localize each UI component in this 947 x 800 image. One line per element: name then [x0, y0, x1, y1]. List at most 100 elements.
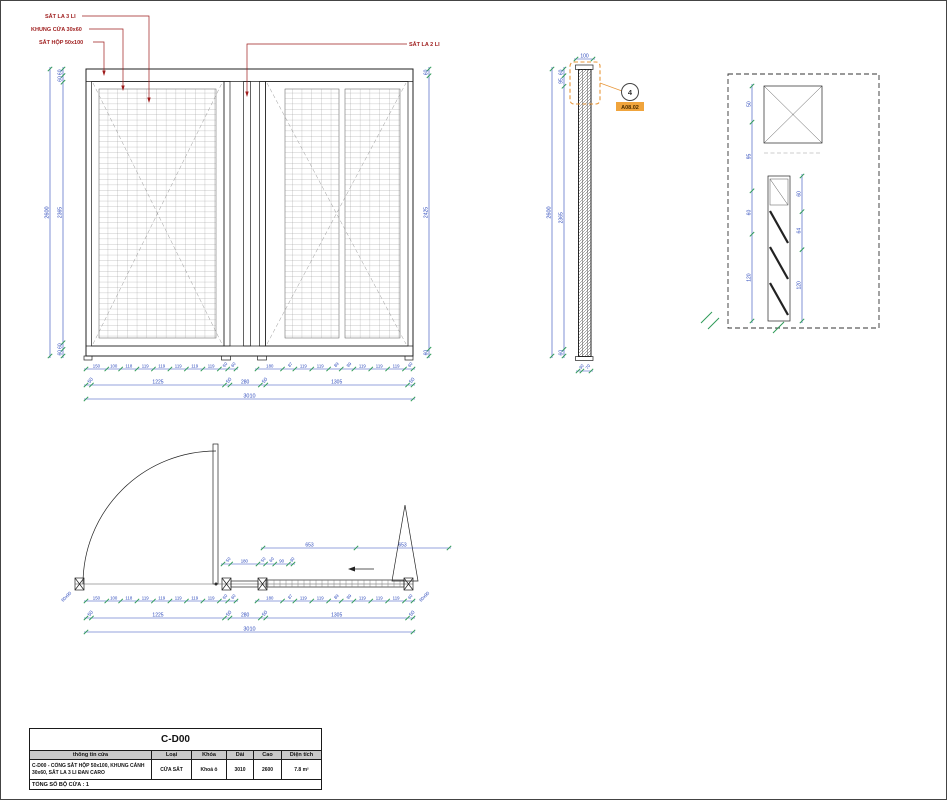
callout-sheet-code: A08.02: [621, 105, 639, 111]
svg-text:119: 119: [393, 364, 400, 369]
annotation-sat-la-3li: SẮT LA 3 LI: [45, 12, 76, 20]
svg-text:89: 89: [345, 593, 352, 600]
dim-sect-top: 100: [573, 54, 596, 62]
svg-text:119: 119: [142, 364, 149, 369]
svg-text:119: 119: [158, 596, 165, 601]
section-hatch: [578, 69, 591, 357]
detail-callout-box: [569, 61, 601, 105]
dim-elev-left-total: 2600: [45, 66, 53, 359]
gate-outer-frame: [85, 68, 414, 357]
svg-text:150: 150: [93, 596, 101, 601]
door-swing-arc: [82, 450, 217, 585]
svg-text:60: 60: [230, 361, 237, 368]
svg-text:653: 653: [305, 543, 314, 549]
svg-text:95: 95: [559, 78, 565, 84]
svg-text:50: 50: [225, 556, 232, 563]
dim-detail-left: 50 95 60 120: [747, 83, 755, 324]
svg-text:60: 60: [747, 210, 753, 216]
col-header-type: Loại: [151, 750, 192, 760]
svg-text:3010: 3010: [243, 394, 255, 400]
dim-elev-total: 3010: [83, 394, 416, 402]
post-size-label-left: 60x90: [60, 590, 73, 603]
svg-text:50: 50: [261, 377, 269, 385]
svg-text:50: 50: [225, 610, 233, 618]
svg-text:87: 87: [287, 593, 294, 600]
flat-bar: [769, 246, 789, 280]
door-height: 2600: [253, 759, 282, 780]
svg-text:89: 89: [345, 361, 352, 368]
svg-text:120: 120: [747, 273, 753, 282]
svg-text:60: 60: [559, 350, 565, 356]
detail-top-block: [763, 85, 823, 144]
svg-text:60: 60: [58, 76, 64, 82]
svg-text:150: 150: [93, 364, 101, 369]
svg-text:119: 119: [175, 364, 182, 369]
leader-arrow-icon: [121, 85, 125, 91]
svg-text:50: 50: [747, 101, 753, 107]
door-info: C-D00 - CỔNG SẮT HỘP 50x100, KHUNG CÁNH …: [29, 759, 152, 780]
svg-text:95: 95: [747, 154, 753, 160]
svg-text:60: 60: [424, 69, 430, 75]
svg-text:180: 180: [266, 596, 274, 601]
svg-text:89: 89: [333, 593, 340, 600]
col-header-length: Dài: [226, 750, 254, 760]
svg-text:119: 119: [376, 364, 383, 369]
right-leaf-frame: [265, 81, 409, 347]
annotation-sat-hop: SẮT HỘP 50x100: [39, 38, 83, 46]
svg-text:100: 100: [580, 54, 589, 60]
post-size-label-right: 60x90: [418, 590, 431, 603]
svg-text:50: 50: [225, 377, 233, 385]
svg-text:180: 180: [241, 559, 249, 564]
svg-text:60: 60: [58, 350, 64, 356]
col-header-lock: Khóa: [191, 750, 227, 760]
svg-text:280: 280: [241, 380, 250, 386]
door-count-total: TỔNG SỐ BỘ CỬA : 1: [29, 779, 322, 790]
svg-text:2425: 2425: [424, 207, 430, 218]
svg-text:119: 119: [300, 364, 307, 369]
svg-text:50: 50: [261, 610, 269, 618]
dim-plan-total: 3010: [83, 627, 416, 635]
direction-arrow-icon: [348, 566, 355, 572]
svg-text:60: 60: [221, 361, 228, 368]
callout-bubble-icon: [621, 83, 639, 101]
right-leaf-mesh-a: [285, 89, 339, 338]
svg-text:2365: 2365: [58, 207, 64, 218]
svg-text:119: 119: [393, 596, 400, 601]
svg-text:89: 89: [333, 361, 340, 368]
svg-text:118: 118: [125, 596, 132, 601]
flat-bar: [769, 282, 789, 316]
col-header-area: Diện tích: [281, 750, 322, 760]
door-type: CỬA SẮT: [151, 759, 192, 780]
svg-text:1225: 1225: [152, 613, 163, 619]
svg-text:50: 50: [87, 377, 95, 385]
annotation-khung-cua: KHUNG CỬA 30x60: [31, 26, 82, 33]
callout-code-box: [616, 102, 644, 111]
svg-text:30: 30: [578, 363, 585, 370]
svg-text:50: 50: [87, 610, 95, 618]
svg-text:180: 180: [266, 364, 274, 369]
door-lock: Khoá ô: [191, 759, 227, 780]
door-code: C-D00: [29, 728, 322, 751]
svg-text:50: 50: [408, 610, 416, 618]
dim-sect-left-total: 2600: [547, 66, 555, 359]
detail-bar-strip: [767, 175, 791, 322]
svg-text:60: 60: [797, 191, 803, 197]
svg-text:60: 60: [407, 361, 414, 368]
svg-text:60: 60: [407, 593, 414, 600]
open-leaf-triangle: [391, 504, 419, 582]
svg-text:1225: 1225: [152, 380, 163, 386]
svg-text:60: 60: [58, 343, 64, 349]
svg-text:50: 50: [408, 377, 416, 385]
title-block: C-D00 thông tin cửa Loại Khóa Dài Cao Di…: [29, 728, 322, 790]
